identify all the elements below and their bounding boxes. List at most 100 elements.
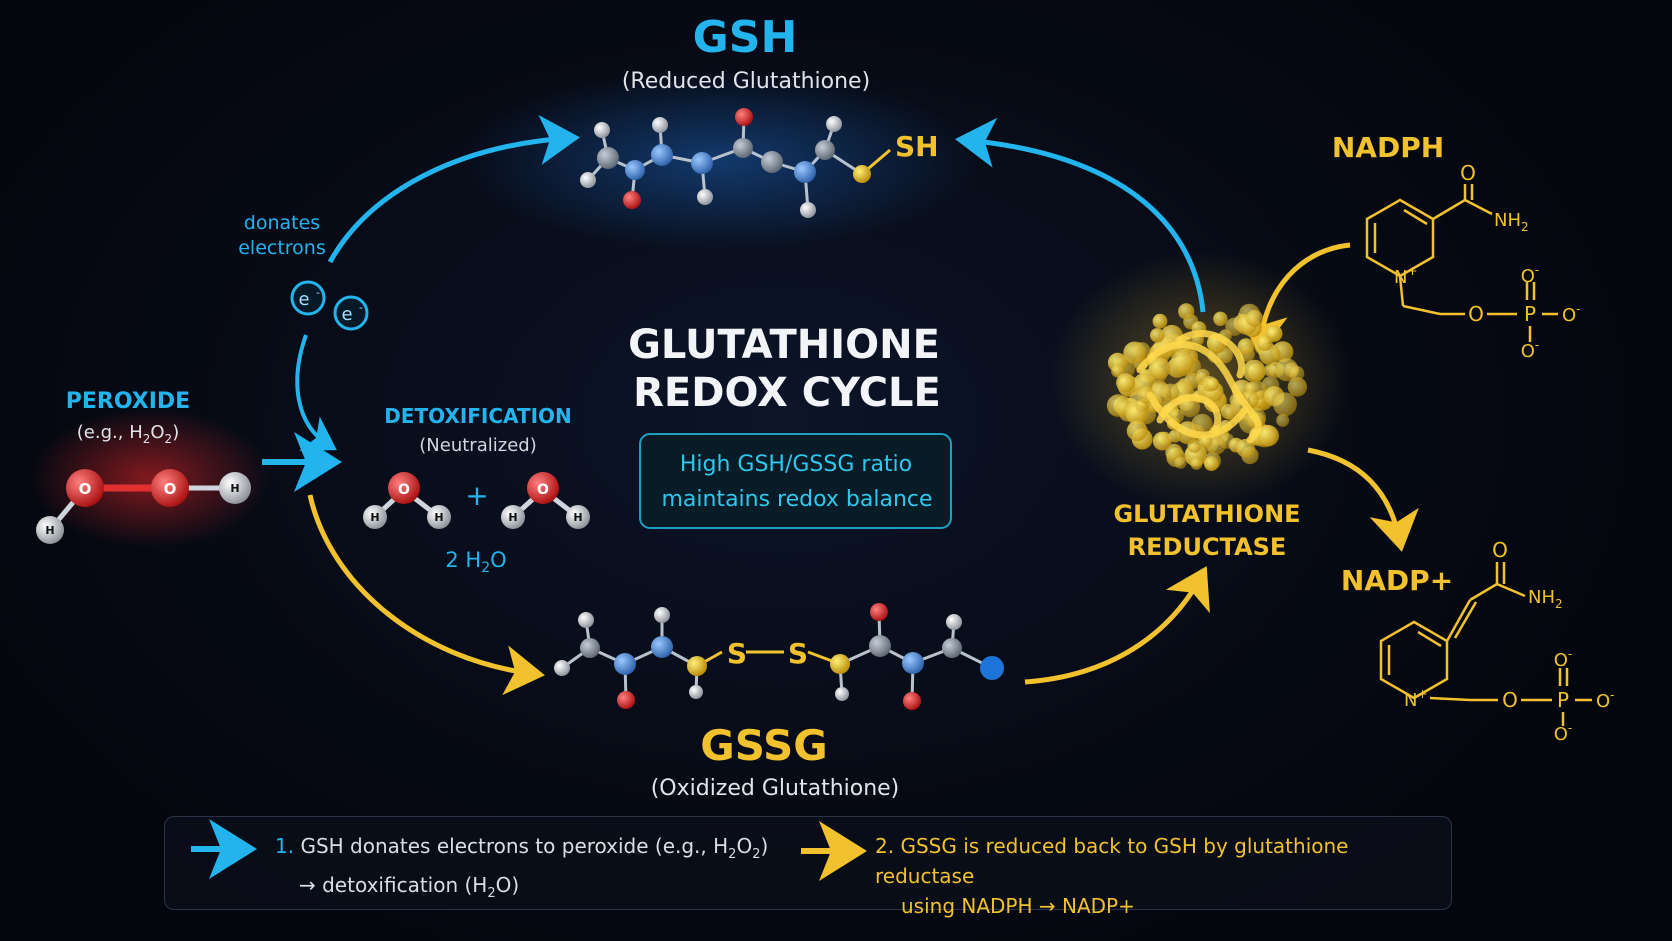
- donates-line1: donates: [244, 212, 320, 234]
- nadp-o-bottom: O-: [1554, 721, 1573, 745]
- gsh-molecule: [580, 108, 891, 218]
- svg-text:O: O: [398, 482, 410, 498]
- nadph-o-link: O: [1468, 302, 1484, 326]
- arrow-nadph-to-reductase: [1237, 242, 1351, 355]
- peroxide-title: PEROXIDE: [66, 389, 190, 414]
- svg-text:O: O: [537, 482, 549, 498]
- svg-text:e: e: [298, 289, 309, 310]
- legend-item-1-line1: GSH donates electrons to peroxide (e.g.,…: [300, 834, 769, 862]
- enzyme-sphere: [1174, 456, 1187, 469]
- enzyme-ribbon: [1156, 394, 1222, 434]
- enzyme-sphere: [1152, 431, 1172, 451]
- enzyme-sphere: [1204, 456, 1219, 472]
- center-title-line1: GLUTATHIONE: [628, 322, 940, 368]
- enzyme-sphere: [1276, 413, 1290, 427]
- reductase-enzyme: [1106, 303, 1308, 472]
- nadp-nh2: NH2: [1528, 587, 1563, 611]
- peroxide-glow: [30, 408, 270, 548]
- arrow-to-gssg: [307, 494, 545, 696]
- nadph-title: NADPH: [1332, 131, 1444, 164]
- nadp-p: P: [1557, 688, 1569, 712]
- detox-title: DETOXIFICATION: [384, 404, 572, 428]
- ratio-box: [639, 433, 952, 529]
- peroxide-molecule: H O O H: [36, 469, 251, 544]
- nadph-o: O: [1460, 161, 1476, 185]
- svg-text:e: e: [341, 304, 352, 325]
- electron-2: e -: [333, 295, 369, 331]
- enzyme-sphere: [1289, 365, 1305, 382]
- svg-text:H: H: [45, 524, 54, 537]
- nadph-o-bottom: O-: [1521, 338, 1540, 362]
- svg-text:H: H: [573, 511, 582, 524]
- gssg-s1: S: [727, 637, 747, 670]
- legend-item-2-num: 2.: [875, 834, 895, 858]
- legend-item-2-line1: GSSG is reduced back to GSH by glutathio…: [875, 834, 1349, 888]
- enzyme-sphere: [1287, 377, 1308, 397]
- enzyme-sphere: [1150, 328, 1165, 343]
- water-molecule-1: O H H: [363, 472, 451, 529]
- donates-line2: electrons: [238, 237, 326, 259]
- enzyme-sphere: [1111, 364, 1125, 378]
- enzyme-sphere: [1273, 392, 1297, 417]
- enzyme-sphere: [1213, 311, 1228, 326]
- nadp-n-plus: N+: [1404, 687, 1428, 711]
- gssg-s2: S: [788, 637, 808, 670]
- arrow-reductase-to-nadp: [1307, 447, 1419, 552]
- nadph-p: P: [1524, 302, 1536, 326]
- enzyme-sphere: [1116, 373, 1136, 393]
- enzyme-ribbon: [1176, 330, 1246, 379]
- gsh-subtitle: (Reduced Glutathione): [622, 69, 870, 94]
- svg-text:O: O: [79, 480, 92, 498]
- enzyme-sphere: [1148, 357, 1171, 380]
- water-molecule-2: O H H: [501, 472, 590, 529]
- nadp-o-top: O-: [1554, 647, 1573, 671]
- gssg-title: GSSG: [700, 721, 828, 770]
- svg-text:H: H: [508, 511, 517, 524]
- enzyme-sphere: [1236, 438, 1256, 458]
- enzyme-sphere: [1170, 350, 1194, 374]
- svg-text:H: H: [230, 482, 239, 495]
- detox-product: 2 H2O: [445, 548, 506, 576]
- legend-item-1-num: 1.: [275, 834, 295, 858]
- detox-subtitle: (Neutralized): [419, 435, 536, 456]
- ratio-line2: maintains redox balance: [661, 487, 932, 512]
- nadp-o-link: O: [1502, 688, 1518, 712]
- enzyme-ribbon: [1136, 341, 1262, 444]
- enzyme-sphere: [1178, 303, 1195, 320]
- legend-item-2-line2: using NADPH → NADP+: [901, 894, 1135, 918]
- enzyme-sphere: [1123, 341, 1147, 365]
- center-title-line2: REDOX CYCLE: [633, 370, 941, 416]
- enzyme-ribbon: [1146, 391, 1249, 439]
- reductase-line1: GLUTATHIONE: [1113, 500, 1300, 528]
- peroxide-subtitle: (e.g., H2O2): [77, 422, 179, 446]
- gssg-subtitle: (Oxidized Glutathione): [651, 776, 900, 801]
- enzyme-sphere: [1243, 359, 1266, 383]
- gssg-molecule: [554, 603, 1004, 710]
- enzyme-sphere: [1152, 313, 1168, 329]
- gsh-title: GSH: [693, 12, 798, 63]
- arrow-gssg-to-reductase: [1024, 566, 1210, 685]
- reductase-line2: REDUCTASE: [1128, 533, 1287, 561]
- enzyme-sphere: [1126, 420, 1148, 442]
- enzyme-sphere: [1165, 443, 1183, 462]
- gsh-glow: [460, 70, 980, 250]
- nadph-o-right: O-: [1562, 302, 1581, 326]
- nadph-o-top: O-: [1521, 263, 1540, 287]
- nadp-o: O: [1492, 538, 1508, 562]
- enzyme-sphere: [1237, 338, 1255, 355]
- legend-item-2: 2. GSSG is reduced back to GSH by glutat…: [875, 831, 1451, 921]
- nadp-structure: [1379, 562, 1592, 726]
- nadph-nh2: NH2: [1494, 210, 1529, 234]
- electron-1: e -: [290, 280, 326, 316]
- enzyme-sphere: [1190, 457, 1203, 470]
- detox-plus: +: [465, 479, 488, 512]
- legend-item-1: 1. GSH donates electrons to peroxide (e.…: [275, 831, 768, 909]
- nadp-o-right: O-: [1596, 688, 1615, 712]
- svg-text:-: -: [316, 286, 320, 299]
- svg-text:H: H: [434, 511, 443, 524]
- arrow-to-gsh: [327, 114, 580, 264]
- enzyme-sphere: [1125, 403, 1147, 425]
- legend-item-1-line2: → detoxification (H2O): [299, 873, 520, 901]
